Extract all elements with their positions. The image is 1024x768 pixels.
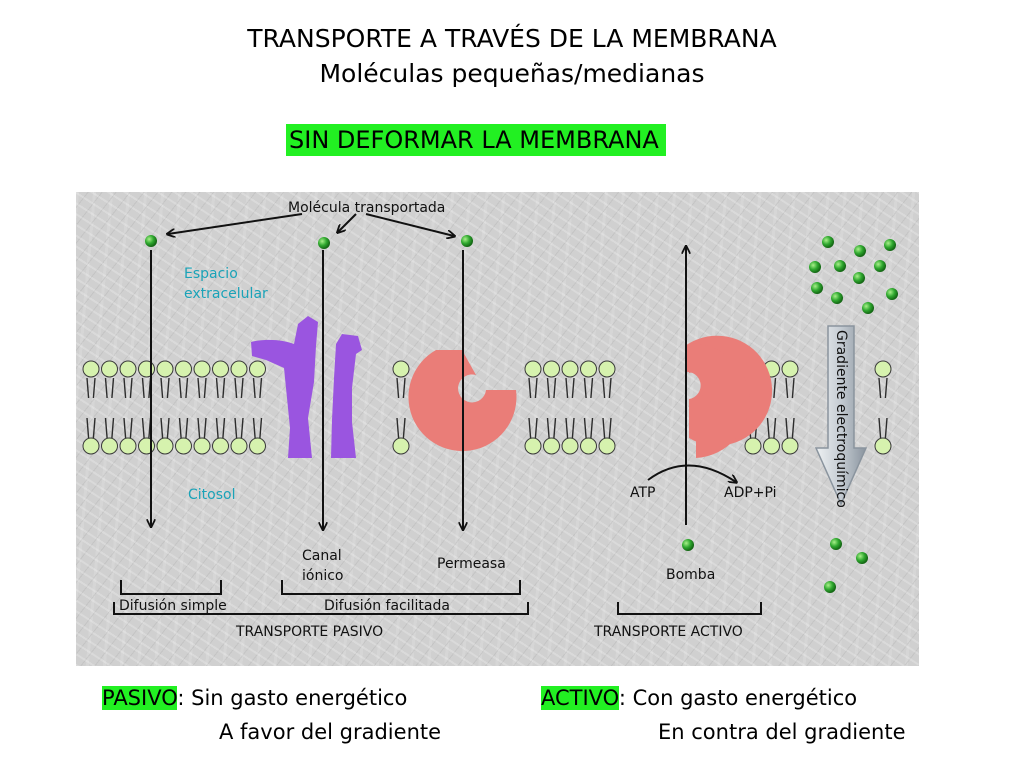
channel-label-line2: iónico [302,568,343,584]
active-summary: ACTIVO: Con gasto energético En contra d… [541,681,906,749]
molecule [145,235,157,247]
atp-arrow [647,464,736,482]
molecule [854,245,866,257]
section-banner: SIN DEFORMAR LA MEMBRANA [286,124,666,156]
gradient-arrow: Gradiente electroquímico [814,325,868,508]
active-line2: En contra del gradiente [658,720,906,744]
lipid-molecule [212,360,229,455]
molecule [461,235,473,247]
page-subtitle: Moléculas pequeñas/medianas [319,59,705,88]
passive-keyword: PASIVO [102,686,178,710]
passive-summary: PASIVO: Sin gasto energético A favor del… [102,681,441,749]
molecule [834,260,846,272]
lipid-molecule [598,360,616,455]
lipid-molecule [175,360,192,455]
ion-channel-protein [251,316,362,458]
molecule [824,581,836,593]
lipid-molecule [392,360,410,455]
simple-diffusion-bracket [120,580,222,595]
permease-label: Permeasa [437,556,506,572]
adp-label: ADP+Pi [724,485,777,501]
lipid-molecule [138,360,155,455]
lipid-molecule [230,360,248,455]
facilitated-diffusion-label: Difusión facilitada [324,598,450,614]
lipid-molecule [874,360,892,455]
active-transport-label: TRANSPORTE ACTIVO [593,624,743,640]
lipid-molecule [193,360,211,455]
passive-bracket [113,602,529,615]
active-keyword: ACTIVO [541,686,619,710]
gradient-label: Gradiente electroquímico [833,330,849,508]
pointer-line [338,213,357,232]
pointer-line [168,213,303,234]
molecule [809,261,821,273]
molecule [853,272,865,284]
molecule [811,282,823,294]
extracellular-label-line2: extracelular [184,286,268,302]
brackets [113,580,762,615]
passive-transport-label: TRANSPORTE PASIVO [235,624,383,640]
lipid-molecule [156,360,174,455]
simple-diffusion-label: Difusión simple [119,598,227,614]
molecule [884,239,896,251]
lipid-molecule [781,360,799,455]
passive-line2: A favor del gradiente [219,720,442,744]
membrane-transport-diagram: Gradiente electroquímico Molécula transp… [76,192,919,666]
molecules [145,235,898,593]
passive-line1: : Sin gasto energético [177,686,408,710]
molecule [830,538,842,550]
lipid-molecule [101,360,118,455]
molecule-label: Molécula transportada [288,200,445,216]
active-line1: : Con gasto energético [618,686,858,710]
molecule [822,236,834,248]
lipid-molecule [543,360,560,455]
lipid-molecule [249,360,266,455]
molecule [862,302,874,314]
pump-protein [685,335,773,458]
molecule [682,539,694,551]
atp-label: ATP [630,485,655,501]
pump-label: Bomba [666,567,715,583]
lipid-molecule [119,360,137,455]
active-bracket [617,602,762,615]
transport-arrows [151,213,736,529]
extracellular-label-line1: Espacio [184,266,238,282]
page-title: TRANSPORTE A TRAVÉS DE LA MEMBRANA [247,24,777,53]
lipid-molecule [561,360,579,455]
facilitated-diffusion-bracket [281,580,521,595]
molecule [831,292,843,304]
channel-label-line1: Canal [302,548,342,564]
molecule [886,288,898,300]
molecule [318,237,330,249]
molecule [856,552,868,564]
pointer-line [365,213,454,236]
lipid-molecule [580,360,597,455]
lipid-molecule [524,360,542,455]
cytosol-label: Citosol [188,487,235,503]
lipid-molecule [82,360,100,455]
molecule [874,260,886,272]
